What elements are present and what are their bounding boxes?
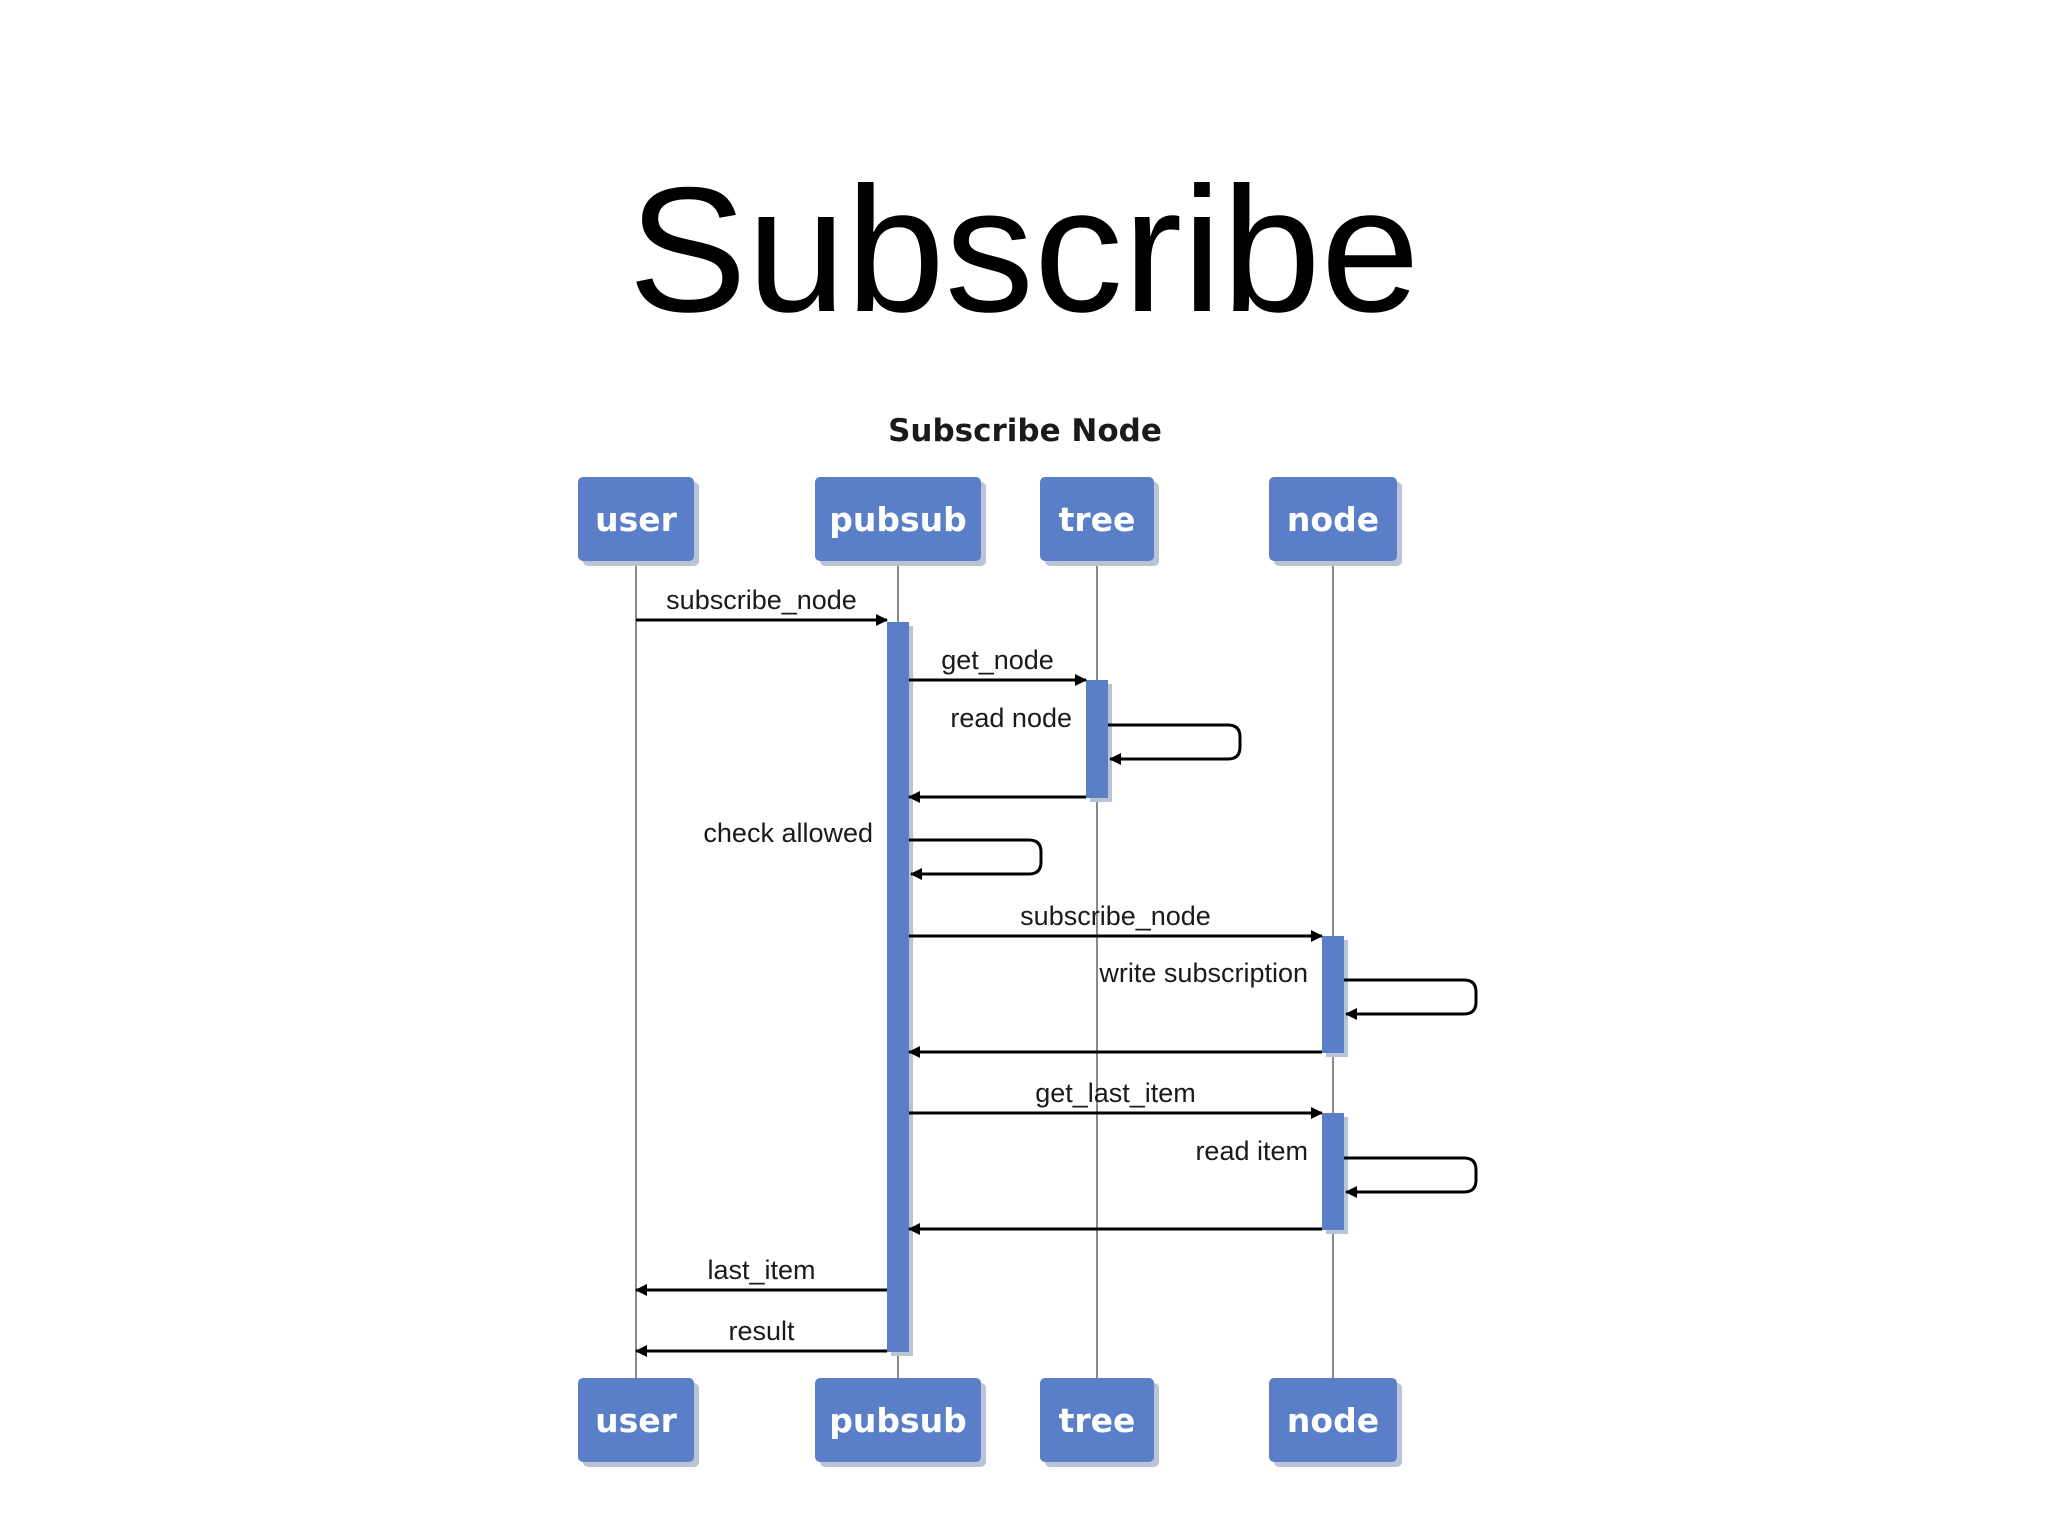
- actor-label: tree: [1059, 500, 1136, 539]
- message-10: read item: [1195, 1136, 1478, 1198]
- self-call-arrow: [1108, 723, 1242, 765]
- message-3: read node: [950, 703, 1242, 765]
- message-5: check allowed: [703, 818, 1043, 880]
- message-12: last_item: [635, 1255, 887, 1296]
- actor-box: [1040, 1378, 1154, 1462]
- actor-box: [1269, 1378, 1397, 1462]
- message-label: last_item: [707, 1255, 815, 1285]
- actor-box: [815, 1378, 981, 1462]
- message-label: subscribe_node: [1020, 901, 1211, 931]
- actor-box: [578, 1378, 694, 1462]
- activation-node-get-last-item: [1322, 1113, 1344, 1230]
- actor-user-bottom: user: [578, 1378, 699, 1467]
- message-label: get_last_item: [1035, 1078, 1196, 1108]
- actor-label: tree: [1059, 1401, 1136, 1440]
- actor-label: node: [1287, 500, 1379, 539]
- message-1: subscribe_node: [636, 585, 888, 626]
- activation-pubsub: [887, 622, 909, 1352]
- message-7: write subscription: [1098, 958, 1478, 1020]
- diagram-title: Subscribe Node: [888, 413, 1162, 449]
- actor-label: pubsub: [829, 1401, 967, 1440]
- message-2: get_node: [909, 645, 1087, 686]
- actor-label: user: [595, 500, 678, 539]
- message-6: subscribe_node: [909, 901, 1323, 942]
- message-label: check allowed: [703, 818, 873, 848]
- self-call-arrow: [909, 838, 1043, 880]
- actor-tree-bottom: tree: [1040, 1378, 1159, 1467]
- message-label: read item: [1195, 1136, 1308, 1166]
- message-label: result: [728, 1316, 795, 1346]
- message-label: read node: [950, 703, 1072, 733]
- actor-label: user: [595, 1401, 678, 1440]
- message-label: write subscription: [1098, 958, 1308, 988]
- actor-box: [1269, 477, 1397, 561]
- actor-tree-top: tree: [1040, 477, 1159, 566]
- actor-user-top: user: [578, 477, 699, 566]
- activation-node-subscribe: [1322, 936, 1344, 1053]
- self-call-arrow: [1344, 1156, 1478, 1198]
- message-13: result: [635, 1316, 887, 1357]
- slide-title: Subscribe: [628, 150, 1420, 349]
- message-9: get_last_item: [909, 1078, 1323, 1119]
- actor-pubsub-top: pubsub: [815, 477, 986, 566]
- actor-node-top: node: [1269, 477, 1402, 566]
- activation-tree: [1086, 680, 1108, 798]
- actor-box: [1040, 477, 1154, 561]
- self-call-arrow: [1344, 978, 1478, 1020]
- message-label: subscribe_node: [666, 585, 857, 615]
- actor-box: [578, 477, 694, 561]
- actor-label: pubsub: [829, 500, 967, 539]
- actor-label: node: [1287, 1401, 1379, 1440]
- actor-box: [815, 477, 981, 561]
- actor-pubsub-bottom: pubsub: [815, 1378, 986, 1467]
- actor-node-bottom: node: [1269, 1378, 1402, 1467]
- message-label: get_node: [941, 645, 1054, 675]
